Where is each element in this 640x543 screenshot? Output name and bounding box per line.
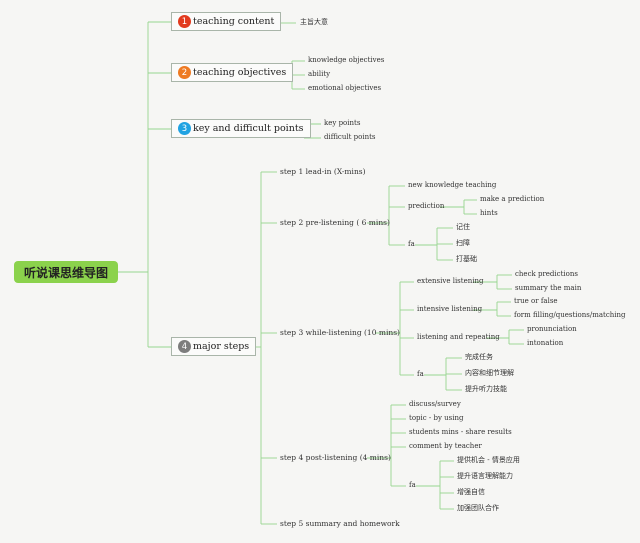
leaf-ability: ability (308, 70, 331, 78)
step4-fa: fa (409, 481, 416, 489)
leaf-emotional-objectives: emotional objectives (308, 84, 382, 92)
number-badge-2: 2 (178, 66, 191, 79)
step4-fa-confidence: 增强自信 (457, 488, 485, 496)
step3-fa-complete-task: 完成任务 (465, 353, 493, 361)
number-badge-1: 1 (178, 15, 191, 28)
step3-fa: fa (417, 370, 424, 378)
step2-prediction: prediction (408, 202, 445, 210)
section-label: key and difficult points (193, 123, 304, 134)
root-node[interactable]: 听说课思维导图 (14, 261, 118, 283)
step3-pronunciation: pronunciation (527, 325, 577, 333)
step3-fa-listening-skills: 提升听力技能 (465, 385, 507, 393)
step3-intensive: intensive listening (417, 305, 483, 313)
step-2-label: step 2 pre-listening ( 6 mins) (280, 218, 390, 227)
step3-repeating: listening and repeating (417, 333, 500, 341)
step-3-label: step 3 while-listening (10 mins) (280, 328, 400, 337)
root-title: 听说课思维导图 (23, 265, 108, 280)
section-label: teaching content (193, 16, 275, 27)
step2-fa: fa (408, 240, 415, 248)
section-key-difficult-points[interactable]: 3 key and difficult points (171, 119, 311, 138)
leaf-difficult-points: difficult points (324, 133, 376, 141)
section-major-steps[interactable]: 4 major steps (171, 337, 257, 356)
step4-discuss: discuss/survey (409, 400, 461, 408)
step3-check-predictions: check predictions (515, 270, 578, 278)
step3-form-filling: form filling/questions/matching (514, 311, 626, 319)
step2-new-knowledge: new knowledge teaching (408, 181, 497, 189)
leaf-knowledge-objectives: knowledge objectives (308, 56, 385, 64)
step4-share-results: students mins - share results (409, 428, 512, 436)
step4-fa-teamwork: 加强团队合作 (457, 504, 499, 512)
section-label: major steps (193, 341, 250, 352)
step4-fa-language: 提升语言理解能力 (457, 472, 513, 480)
step2-fa-clear-obstacles: 扫障 (456, 239, 470, 247)
leaf-main-idea: 主旨大意 (300, 18, 328, 26)
number-badge-3: 3 (178, 122, 191, 135)
step4-comment: comment by teacher (409, 442, 482, 450)
step3-summary-main: summary the main (515, 284, 582, 292)
step2-fa-foundation: 打基础 (456, 255, 477, 263)
step4-fa-opportunity: 提供机会 - 情景应用 (457, 456, 520, 464)
step3-fa-content-detail: 内容和细节理解 (465, 369, 514, 377)
step3-true-false: true or false (514, 297, 558, 305)
section-label: teaching objectives (193, 67, 287, 78)
step3-intonation: intonation (527, 339, 564, 347)
step2-fa-remember: 记住 (456, 223, 470, 231)
step-4-label: step 4 post-listening (4 mins) (280, 453, 391, 462)
leaf-key-points: key points (324, 119, 361, 127)
step-5-label: step 5 summary and homework (280, 519, 400, 528)
step3-extensive: extensive listening (417, 277, 484, 285)
section-teaching-objectives[interactable]: 2 teaching objectives (171, 63, 294, 82)
section-teaching-content[interactable]: 1 teaching content (171, 12, 282, 31)
number-badge-4: 4 (178, 340, 191, 353)
step2-hints: hints (480, 209, 498, 217)
step2-make-prediction: make a prediction (480, 195, 545, 203)
step4-topic: topic - by using (409, 414, 464, 422)
step-1-label: step 1 lead-in (X-mins) (280, 167, 366, 176)
